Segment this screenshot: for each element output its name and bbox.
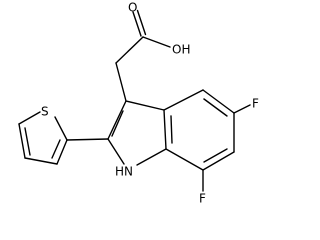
bond-c5-c4-inner xyxy=(24,127,31,156)
acetic-acid-group xyxy=(115,9,171,102)
bond-c5-f xyxy=(233,104,251,114)
bond-c2-c3-inner xyxy=(111,110,124,137)
fluorine-5-label: F xyxy=(252,97,259,111)
bond-c4-c5 xyxy=(202,89,235,114)
bond-c7-c7a xyxy=(165,148,204,171)
structure-diagram: O OH S F F H N xyxy=(18,1,259,206)
fluorine-7-label: F xyxy=(199,192,206,206)
benzene-ring xyxy=(163,89,251,192)
indole-nh-hydrogen-label: H xyxy=(115,165,124,179)
bond-c-oh xyxy=(142,36,171,48)
bond-c-o-double-a xyxy=(132,11,142,37)
bond-c3a-c7a xyxy=(163,109,167,150)
bond-s-c5 xyxy=(18,111,41,125)
bond-n1-c2 xyxy=(107,138,125,165)
bond-c3a-c4 xyxy=(163,89,204,111)
bond-c3-t-c2-inner xyxy=(51,139,61,159)
sulfur-label: S xyxy=(41,105,49,119)
bond-c6-c7 xyxy=(202,151,235,171)
bond-t-c2-s xyxy=(54,116,68,141)
thiophene-ring xyxy=(18,111,109,165)
bond-c2-thienyl xyxy=(66,138,109,141)
bond-c3-ch2 xyxy=(115,62,127,102)
bond-c4-c3 xyxy=(24,157,58,165)
carbonyl-oxygen-label: O xyxy=(128,1,137,15)
bond-c7a-c3a-inner xyxy=(170,115,173,144)
bond-c3-c3a xyxy=(125,100,165,111)
hydroxyl-label: OH xyxy=(172,43,190,57)
indole-nitrogen-label: N xyxy=(124,165,133,179)
bond-c3-t-c2 xyxy=(56,139,68,165)
bond-c7a-n1 xyxy=(136,148,167,166)
bond-c6-c7-inner xyxy=(203,148,228,163)
bond-c2-c3 xyxy=(107,100,127,140)
bond-c4-c5-inner xyxy=(203,98,228,117)
bond-c-o-double-b xyxy=(136,9,147,36)
bond-c5-c4 xyxy=(18,123,26,159)
bond-ch2-cooh xyxy=(115,36,144,64)
pyrrole-ring xyxy=(107,100,167,166)
